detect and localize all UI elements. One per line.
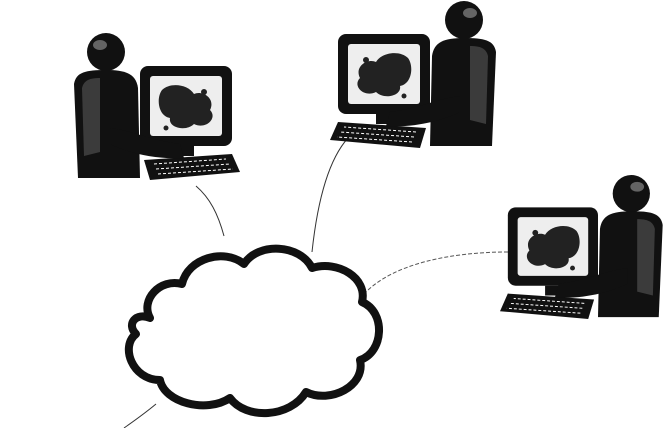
user-workstation-icon-2 — [330, 1, 496, 148]
connection-line-1 — [196, 186, 224, 236]
connection-line-2 — [312, 138, 348, 252]
connection-line-4 — [124, 404, 156, 428]
cloud-icon — [129, 249, 379, 413]
user-workstation-icon-3 — [500, 175, 663, 319]
user-workstation-icon-1 — [74, 33, 240, 180]
connection-line-3 — [366, 252, 508, 292]
